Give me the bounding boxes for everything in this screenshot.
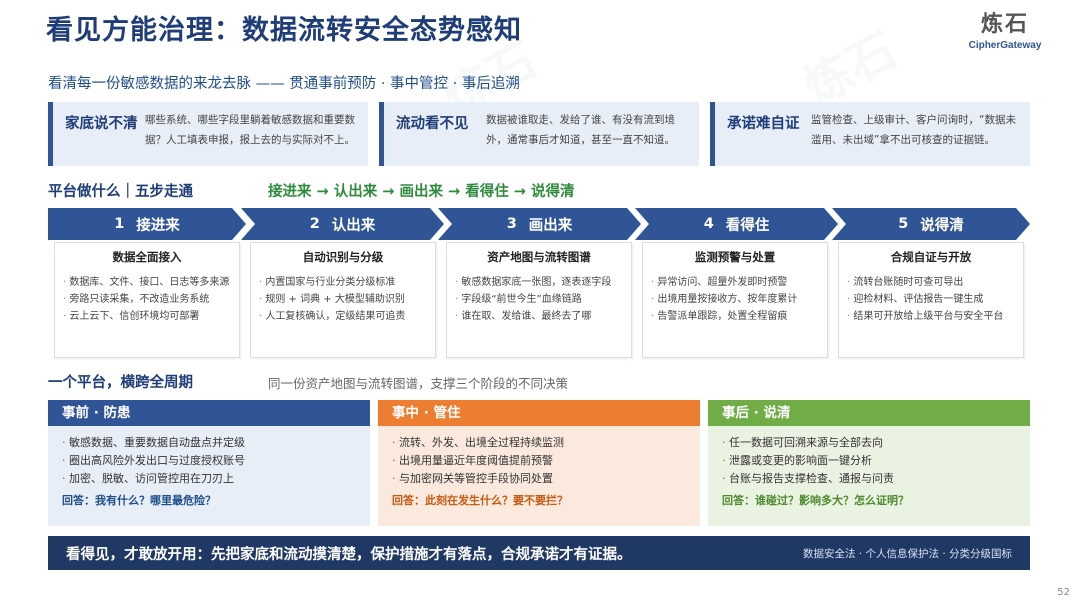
card-title: 自动识别与分级 xyxy=(302,250,384,264)
logo: 炼石 CipherGateway xyxy=(960,12,1050,51)
phase-item: 出境用量逼近年度阈值提前预警 xyxy=(392,452,690,470)
phase-body: 敏感数据、重要数据自动盘点并定级 圈出高风险外发出口与过度授权账号 加密、脱敏、… xyxy=(48,426,370,526)
card-item: 迎检材料、评估报告一键生成 xyxy=(847,292,1015,307)
phase-body: 任一数据可回溯来源与全部去向 泄露或变更的影响面一键分析 台账与报告支撑检查、通… xyxy=(708,426,1030,526)
problem-card-3: 承诺难自证 监管检查、上级审计、客户问询时，“数据未滥用、未出域”拿不出可核查的… xyxy=(710,102,1030,166)
card-title: 资产地图与流转图谱 xyxy=(487,250,591,264)
card-item: 规则 + 词典 + 大模型辅助识别 xyxy=(259,292,427,307)
card-item: 字段级“前世今生”血缘链路 xyxy=(455,292,623,307)
card-title: 监测预警与处置 xyxy=(694,250,776,264)
page-subtitle: 看清每一份敏感数据的来龙去脉 —— 贯通事前预防 · 事中管控 · 事后追溯 xyxy=(48,76,520,92)
phase-item: 台账与报告支撑检查、通报与问责 xyxy=(722,470,1020,488)
phase-card-during: 事中 · 管住 流转、外发、出境全过程持续监测 出境用量逼近年度阈值提前预警 与… xyxy=(378,400,700,526)
card-item: 云上云下、信创环境均可部署 xyxy=(63,309,231,324)
card-item: 出境用量按接收方、按年度累计 xyxy=(651,292,819,307)
problem-row: 家底说不清 哪些系统、哪些字段里躺着敏感数据和重要数据？人工填表申报，报上去的与… xyxy=(48,102,1030,166)
logo-en-text: CipherGateway xyxy=(968,40,1042,51)
phase-item: 流转、外发、出境全过程持续监测 xyxy=(392,434,690,452)
problem-title: 家底说不清 xyxy=(65,116,138,132)
phase-answer: 回答：此刻在发生什么？要不要拦？ xyxy=(392,494,568,507)
card-item: 流转台账随时可查可导出 xyxy=(847,275,1015,290)
problem-title: 承诺难自证 xyxy=(727,116,800,132)
step-arrow-1: 1 接进来 xyxy=(48,208,246,240)
step-arrow-5: 5 说得清 xyxy=(832,208,1030,240)
card-item: 谁在取、发给谁、最终去了哪 xyxy=(455,309,623,324)
phase-title: 事中 · 管住 xyxy=(378,400,700,426)
card-item: 人工复核确认，定级结果可追责 xyxy=(259,309,427,324)
step-arrow-row: 1 接进来 2 认出来 3 画出来 4 看得住 5 说得清 xyxy=(48,208,1030,240)
step-number: 3 xyxy=(506,216,517,232)
phase-item: 加密、脱敏、访问管控用在刀刃上 xyxy=(62,470,360,488)
card-item: 敏感数据家底一张图，逐表逐字段 xyxy=(455,275,623,290)
problem-card-1: 家底说不清 哪些系统、哪些字段里躺着敏感数据和重要数据？人工填表申报，报上去的与… xyxy=(48,102,368,166)
phase-item: 圈出高风险外发出口与过度授权账号 xyxy=(62,452,360,470)
step-number: 5 xyxy=(898,216,909,232)
step-label: 认出来 xyxy=(331,217,376,234)
problem-text: 监管检查、上级审计、客户问询时，“数据未滥用、未出域”拿不出可核查的证据链。 xyxy=(811,114,1016,146)
phase-item: 任一数据可回溯来源与全部去向 xyxy=(722,434,1020,452)
page-title: 看见方能治理：数据流转安全态势感知 xyxy=(46,15,522,46)
phase-answer: 回答：我有什么？哪里最危险？ xyxy=(62,494,216,507)
phase-item: 与加密网关等管控手段协同处置 xyxy=(392,470,690,488)
step-card-3: 资产地图与流转图谱 敏感数据家底一张图，逐表逐字段 字段级“前世今生”血缘链路 … xyxy=(446,242,632,358)
step-number: 4 xyxy=(703,216,714,232)
step-arrow-4: 4 看得住 xyxy=(635,208,838,240)
step-arrow-2: 2 认出来 xyxy=(241,208,444,240)
card-item: 数据库、文件、接口、日志等多来源 xyxy=(63,275,231,290)
step-card-row: 数据全面接入 数据库、文件、接口、日志等多来源 旁路只读采集，不改造业务系统 云… xyxy=(48,242,1030,358)
phase-item: 敏感数据、重要数据自动盘点并定级 xyxy=(62,434,360,452)
step-label: 接进来 xyxy=(136,217,180,234)
platform-heading: 平台做什么｜五步走通 xyxy=(48,184,193,200)
step-card-5: 合规自证与开放 流转台账随时可查可导出 迎检材料、评估报告一键生成 结果可开放给… xyxy=(838,242,1024,358)
card-item: 旁路只读采集，不改造业务系统 xyxy=(63,292,231,307)
problem-title: 流动看不见 xyxy=(396,116,469,132)
banner-laws: 数据安全法 · 个人信息保护法 · 分类分级国标 xyxy=(802,547,1012,560)
card-item: 结果可开放给上级平台与安全平台 xyxy=(847,309,1015,324)
problem-text: 数据被谁取走、发给了谁、有没有流到境外，通常事后才知道，甚至一直不知道。 xyxy=(486,114,675,146)
lifecycle-heading: 一个平台，横跨全周期 xyxy=(48,375,193,391)
phase-card-before: 事前 · 防患 敏感数据、重要数据自动盘点并定级 圈出高风险外发出口与过度授权账… xyxy=(48,400,370,526)
step-label: 说得清 xyxy=(920,217,964,234)
card-title: 合规自证与开放 xyxy=(890,250,972,264)
step-arrow-3: 3 画出来 xyxy=(438,208,641,240)
card-item: 内置国家与行业分类分级标准 xyxy=(259,275,427,290)
phase-title: 事前 · 防患 xyxy=(48,400,370,426)
phase-body: 流转、外发、出境全过程持续监测 出境用量逼近年度阈值提前预警 与加密网关等管控手… xyxy=(378,426,700,526)
phase-title: 事后 · 说清 xyxy=(708,400,1030,426)
phase-card-after: 事后 · 说清 任一数据可回溯来源与全部去向 泄露或变更的影响面一键分析 台账与… xyxy=(708,400,1030,526)
card-item: 告警派单跟踪，处置全程留痕 xyxy=(651,309,819,324)
step-label: 看得住 xyxy=(725,217,770,234)
step-card-4: 监测预警与处置 异常访问、超量外发即时预警 出境用量按接收方、按年度累计 告警派… xyxy=(642,242,828,358)
step-label: 画出来 xyxy=(528,217,573,234)
step-card-2: 自动识别与分级 内置国家与行业分类分级标准 规则 + 词典 + 大模型辅助识别 … xyxy=(250,242,436,358)
summary-banner: 看得见，才敢放开用：先把家底和流动摸清楚，保护措施才有落点，合规承诺才有证据。 … xyxy=(48,536,1030,570)
phase-answer: 回答：谁碰过？影响多大？怎么证明？ xyxy=(722,494,909,507)
phase-item: 泄露或变更的影响面一键分析 xyxy=(722,452,1020,470)
problem-card-2: 流动看不见 数据被谁取走、发给了谁、有没有流到境外，通常事后才知道，甚至一直不知… xyxy=(379,102,699,166)
page-number: 52 xyxy=(1057,587,1070,598)
card-item: 异常访问、超量外发即时预警 xyxy=(651,275,819,290)
logo-cn-text: 炼石 xyxy=(980,12,1029,37)
step-number: 2 xyxy=(309,216,320,232)
banner-text: 看得见，才敢放开用：先把家底和流动摸清楚，保护措施才有落点，合规承诺才有证据。 xyxy=(66,546,632,563)
step-number: 1 xyxy=(114,216,125,232)
card-title: 数据全面接入 xyxy=(112,250,182,264)
platform-flow: 接进来 → 认出来 → 画出来 → 看得住 → 说得清 xyxy=(268,184,575,200)
problem-text: 哪些系统、哪些字段里躺着敏感数据和重要数据？人工填表申报，报上去的与实际对不上。 xyxy=(145,114,355,146)
step-card-1: 数据全面接入 数据库、文件、接口、日志等多来源 旁路只读采集，不改造业务系统 云… xyxy=(54,242,240,358)
lifecycle-subheading: 同一份资产地图与流转图谱，支撑三个阶段的不同决策 xyxy=(268,376,569,391)
